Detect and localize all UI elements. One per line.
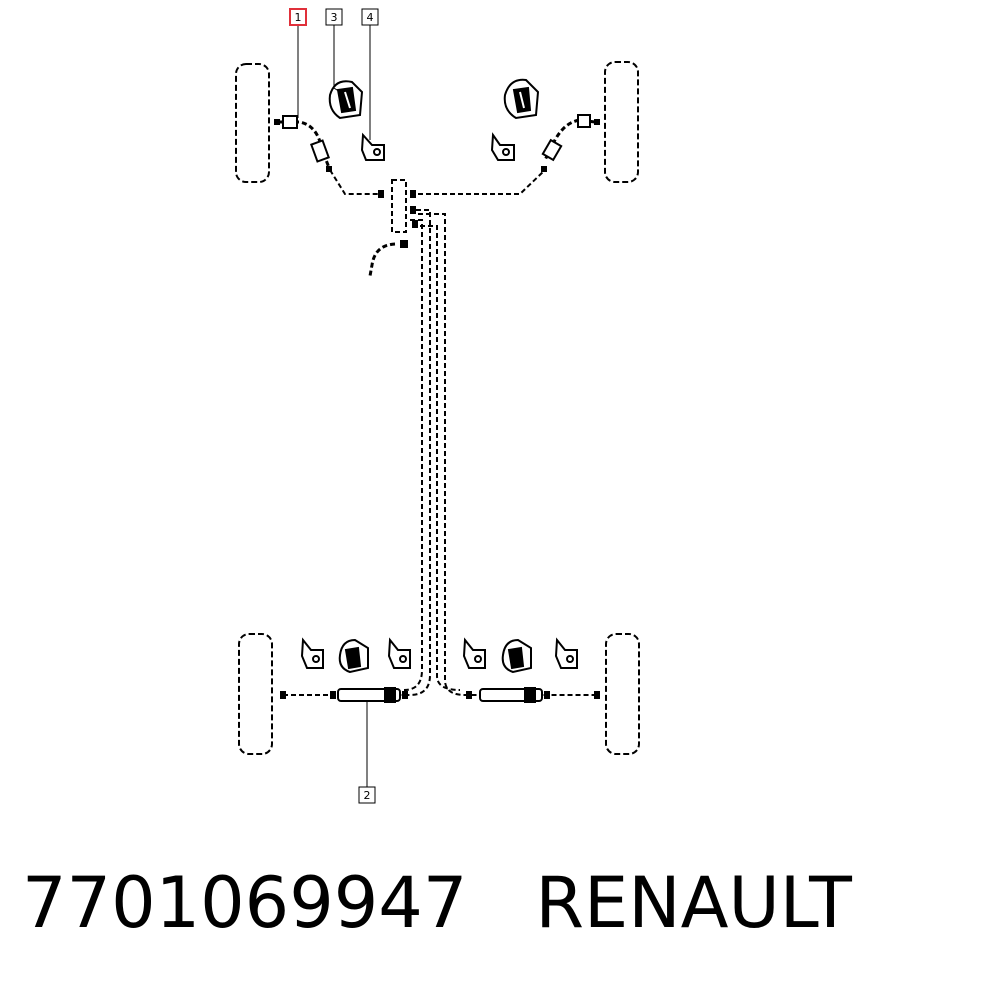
union-fitting (326, 166, 332, 172)
union-fitting (544, 691, 550, 699)
callout-1-box[interactable] (289, 8, 307, 26)
front-right-flexible-hose (543, 118, 596, 161)
callout-1-label: 1 (295, 11, 302, 24)
front-right-wheel (604, 61, 639, 183)
callout-2-box[interactable] (358, 786, 376, 804)
front-right-bracket (490, 132, 515, 161)
rear-right-wheel (605, 633, 640, 755)
front-left-bracket (360, 132, 385, 161)
union-fitting (594, 119, 600, 125)
rear-right-brake-line-inner (420, 225, 461, 691)
rear-left-bracket-outer (300, 637, 324, 669)
front-left-brake-line (329, 169, 380, 195)
union-fitting (274, 119, 280, 125)
front-right-hose-crimp (541, 138, 563, 162)
union-fitting (410, 190, 416, 198)
union-fitting (466, 691, 472, 699)
callout-4-box[interactable] (361, 8, 379, 26)
callout-3-box[interactable] (325, 8, 343, 26)
rear-right-bracket-inner (462, 637, 486, 669)
brand-name: RENAULT (535, 862, 852, 944)
union-fitting (410, 206, 416, 214)
union-fitting (330, 691, 336, 699)
union-fitting (541, 166, 547, 172)
rear-right-hose-nut (524, 687, 536, 703)
union-fitting (280, 691, 286, 699)
callout-3-leader (333, 25, 341, 93)
front-right-brake-line (418, 169, 546, 195)
union-fitting (402, 691, 408, 699)
callout-3-label: 3 (331, 11, 338, 24)
rear-right-bracket-outer (554, 637, 578, 669)
pressure-limiter-hose (368, 242, 396, 277)
rear-left-caliper (338, 638, 369, 674)
part-caption: 7701069947 RENAULT (22, 858, 982, 948)
rear-left-wheel (238, 633, 273, 755)
rear-left-brake-line (340, 209, 431, 696)
front-left-wheel (235, 63, 270, 183)
part-number: 7701069947 (22, 862, 468, 944)
front-right-caliper (503, 78, 540, 120)
rear-right-caliper (501, 638, 532, 674)
callout-2-label: 2 (364, 789, 371, 802)
rear-left-hose-nut (384, 687, 396, 703)
union-fitting (412, 220, 418, 228)
callout-4-label: 4 (367, 11, 374, 24)
union-fitting (594, 691, 600, 699)
front-left-hose-crimp (310, 139, 330, 163)
union-fitting (378, 190, 384, 198)
front-left-caliper (328, 80, 364, 120)
front-right-hose-fitting (577, 114, 591, 128)
master-cylinder (391, 179, 407, 233)
rear-left-bracket-inner (387, 637, 411, 669)
front-left-hose-fitting (282, 115, 298, 129)
rear-right-brake-line (418, 213, 600, 696)
union-fitting (400, 240, 408, 248)
rear-left-brake-line-inner (403, 219, 423, 691)
